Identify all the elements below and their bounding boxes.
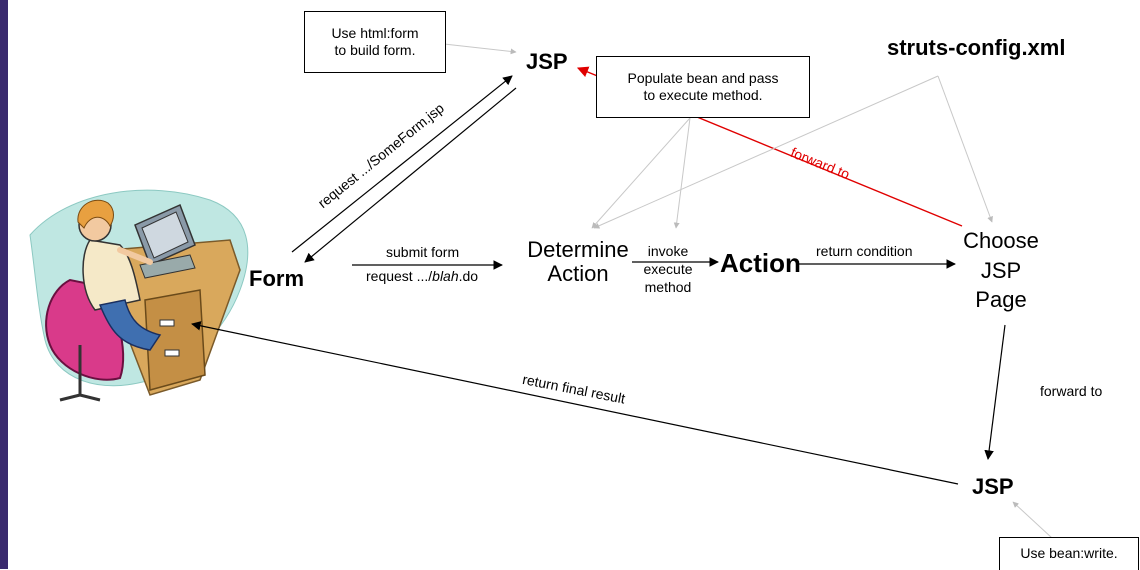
edge-label-request-blah: request .../blah.do xyxy=(366,268,479,284)
request-blah-prefix: request .../ xyxy=(366,268,433,284)
config-connector-choose xyxy=(937,75,993,223)
note-populate-line1: Populate bean and pass xyxy=(627,69,779,86)
note-bean-write: Use bean:write. xyxy=(999,537,1139,570)
note-connector-html-form xyxy=(443,43,517,55)
request-blah-italic: blah xyxy=(432,268,459,284)
note-connector-determine xyxy=(591,117,691,229)
node-form: Form xyxy=(249,266,304,291)
edge-label-forward-down: forward to xyxy=(1040,383,1103,399)
node-action: Action xyxy=(720,248,801,278)
request-blah-suffix: .do xyxy=(458,268,479,284)
invoke-line3: method xyxy=(644,279,692,296)
edge-request-jsp xyxy=(291,75,513,253)
node-choose-line2: JSP xyxy=(980,257,1022,283)
edge-return-final xyxy=(191,321,959,485)
invoke-line2: execute xyxy=(643,261,693,278)
note-bean-write-text: Use bean:write. xyxy=(1020,545,1118,562)
node-jsp-bottom: JSP xyxy=(972,474,1014,499)
note-populate-line2: to execute method. xyxy=(643,87,763,103)
user-icon xyxy=(29,189,249,402)
edge-forward-down xyxy=(984,324,1006,460)
note-html-form-line2: to build form. xyxy=(334,42,416,58)
slide-accent-bar xyxy=(0,0,8,569)
node-choose-line3: Page xyxy=(975,287,1027,313)
node-jsp-top: JSP xyxy=(526,49,568,74)
config-connector-determine xyxy=(593,75,939,229)
edge-label-return-condition: return condition xyxy=(816,243,913,259)
node-struts-config: struts-config.xml xyxy=(887,35,1066,60)
note-connector-bean-write xyxy=(1012,501,1053,539)
edge-jsp-to-form xyxy=(304,87,517,263)
note-html-form-line1: Use html:form xyxy=(331,24,419,41)
node-choose-line1: Choose xyxy=(963,228,1039,253)
edge-label-submit-form: submit form xyxy=(386,244,460,260)
invoke-line1: invoke xyxy=(647,243,689,259)
node-determine-line2: Action xyxy=(547,261,609,287)
note-connector-invoke xyxy=(673,117,691,229)
node-determine-line1: Determine xyxy=(527,237,629,262)
